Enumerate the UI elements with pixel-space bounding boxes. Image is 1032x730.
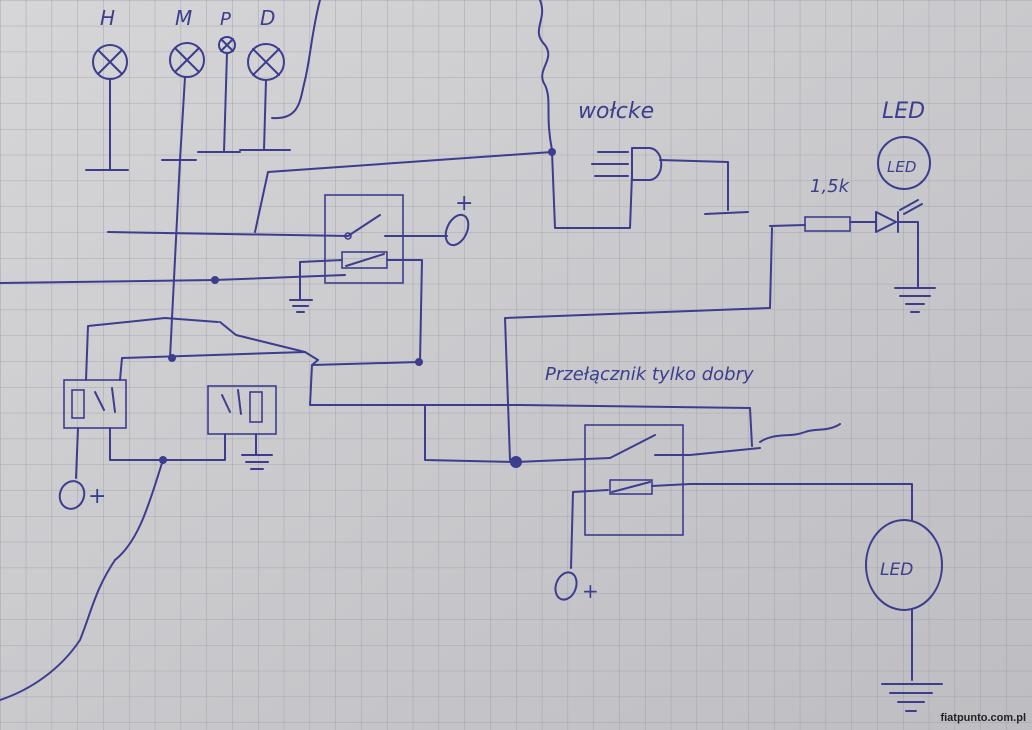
lamp-d: D bbox=[239, 6, 291, 151]
led-top: LED LED 1,5k bbox=[769, 99, 936, 313]
label-switch: Przełącznik tylko dobry bbox=[545, 364, 754, 385]
led-top-symbol: LED bbox=[887, 158, 916, 176]
lamp-p: P bbox=[197, 9, 241, 153]
label-resistor: 1,5k bbox=[810, 176, 851, 197]
label-plus-bottom: + bbox=[582, 579, 599, 603]
wire-main-top bbox=[254, 151, 633, 233]
watermark: fiatpunto.com.pl bbox=[940, 712, 1026, 724]
relay-left-2 bbox=[207, 385, 277, 470]
label-plus: + bbox=[455, 191, 473, 216]
relay-top: + bbox=[289, 191, 473, 363]
label-plus-left: + bbox=[88, 484, 106, 509]
label-lamp-m: M bbox=[175, 6, 192, 30]
label-led-title: LED bbox=[882, 99, 925, 124]
led-bottom: LED bbox=[865, 519, 943, 712]
relay-bottom: + bbox=[554, 423, 913, 603]
led-bottom-symbol: LED bbox=[880, 560, 913, 580]
label-lamp-h: H bbox=[100, 6, 115, 30]
label-lamp-d: D bbox=[260, 6, 275, 30]
label-horn: wołcke bbox=[578, 99, 654, 124]
relay-left-1: + bbox=[58, 317, 219, 510]
horn: wołcke bbox=[578, 99, 749, 215]
lamp-h: H bbox=[85, 6, 129, 171]
wire-wavy-top-left bbox=[271, 0, 321, 120]
label-lamp-p: P bbox=[220, 9, 231, 30]
wire-wavy-top bbox=[537, 0, 553, 151]
